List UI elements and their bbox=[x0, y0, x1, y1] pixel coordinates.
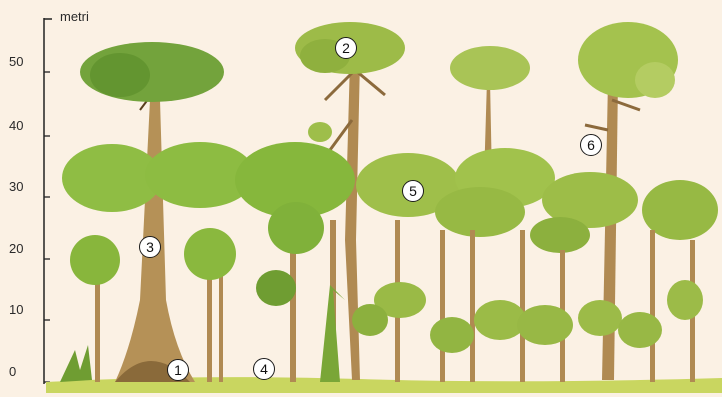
axis-tick-marks bbox=[44, 72, 50, 382]
tick-label-40: 40 bbox=[9, 118, 41, 133]
marker-6: 6 bbox=[580, 134, 602, 156]
tall-tree-3 bbox=[80, 42, 224, 382]
marker-5: 5 bbox=[402, 180, 424, 202]
marker-1: 1 bbox=[167, 359, 189, 381]
tick-label-30: 30 bbox=[9, 179, 41, 194]
marker-3: 3 bbox=[139, 236, 161, 258]
tick-label-0: 0 bbox=[9, 364, 41, 379]
tick-label-50: 50 bbox=[9, 54, 41, 69]
axis-unit-label: metri bbox=[60, 9, 89, 24]
marker-4: 4 bbox=[253, 358, 275, 380]
marker-2: 2 bbox=[335, 37, 357, 59]
shrub-layer bbox=[60, 285, 345, 382]
tick-label-20: 20 bbox=[9, 241, 41, 256]
tick-label-10: 10 bbox=[9, 302, 41, 317]
